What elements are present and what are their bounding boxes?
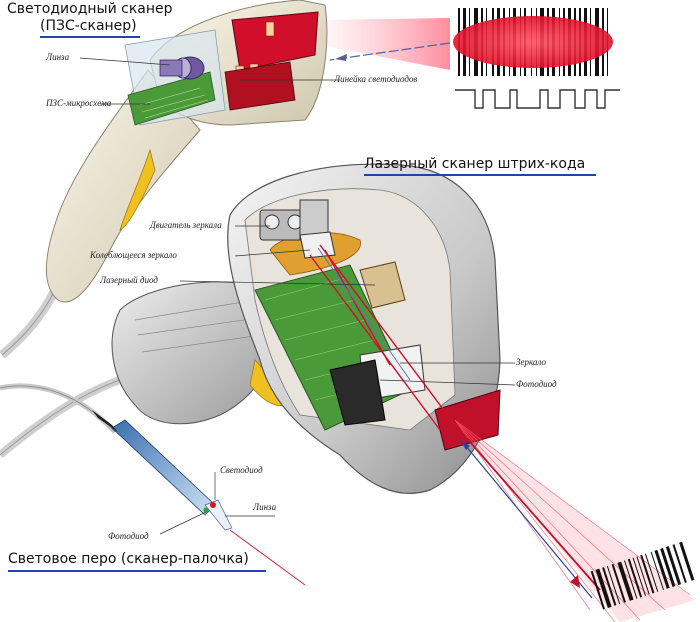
led-scan-oval — [453, 16, 613, 68]
photodiode-part — [329, 359, 386, 426]
led-scanner-title: Светодиодный сканер — [7, 1, 173, 17]
barcode-bar — [590, 570, 605, 610]
barcode-bar — [660, 547, 676, 587]
label-mirror-motor: Двигатель зеркала — [150, 220, 222, 230]
light-pen-title: Световое перо (сканер-палочка) — [8, 551, 249, 567]
barcode-bar — [595, 568, 612, 608]
led-beam — [320, 18, 450, 70]
laser-scanner-title: Лазерный сканер штрих-кода — [364, 156, 586, 172]
signal-waveform — [455, 89, 620, 109]
oscillating-mirror-part — [299, 231, 336, 259]
ccd-board — [127, 71, 216, 126]
barcode-bar — [636, 556, 650, 595]
label-mirror: Зеркало — [516, 357, 546, 367]
laser-fan — [455, 420, 695, 622]
label-photodiode-laser: Фотодиод — [516, 379, 557, 389]
laser-scanner-title-underline — [364, 174, 596, 176]
label-led-line: Линейка светодиодов — [334, 74, 418, 84]
label-oscillating-mirror: Колеблющееся зеркало — [90, 250, 177, 260]
barcode-bar — [654, 549, 670, 589]
barcode-bar — [640, 554, 655, 594]
laser-scanner — [0, 163, 695, 622]
light-pen-tip — [204, 499, 233, 531]
pen-led — [210, 502, 216, 508]
barcode-bar — [679, 541, 695, 581]
pen-photodiode — [203, 507, 209, 513]
barcode-bar — [602, 567, 617, 606]
light-pen-body — [111, 419, 216, 516]
led-scanner-handle — [45, 69, 201, 303]
led-scanner — [0, 0, 620, 359]
laser-diode-part — [359, 261, 406, 309]
barcode-bar — [611, 564, 626, 603]
led-scanner-cable — [0, 287, 60, 359]
led-scanner-subtitle: (ПЗС-сканер) — [40, 18, 137, 34]
barcode-bar — [644, 553, 659, 592]
led-scanner-trigger — [119, 148, 156, 231]
barcode-bar — [665, 546, 682, 586]
light-pen — [0, 383, 306, 586]
label-led-pen: Светодиод — [220, 465, 263, 475]
bottom-barcode — [590, 541, 695, 610]
led-array-window — [231, 11, 319, 71]
barcode-bar — [624, 560, 638, 599]
laser-exit-window — [434, 389, 501, 451]
led-scanner-title-underline — [40, 36, 140, 38]
label-lens-pen: Линза — [253, 502, 277, 512]
label-lens-top: Линза — [46, 52, 70, 62]
label-laser-diode: Лазерный диод — [100, 275, 158, 285]
barcode-bar — [672, 544, 687, 583]
barcode-bar — [632, 557, 646, 596]
barcode-bar — [650, 551, 664, 591]
barcode-bar — [617, 561, 634, 601]
barcode-bar — [627, 558, 643, 598]
label-photodiode-pen: Фотодиод — [108, 531, 149, 541]
lens-barrel — [159, 56, 205, 80]
barcode-bar — [606, 565, 621, 605]
label-ccd-chip: ПЗС-микросхема — [46, 98, 112, 108]
light-pen-title-underline — [8, 570, 266, 572]
